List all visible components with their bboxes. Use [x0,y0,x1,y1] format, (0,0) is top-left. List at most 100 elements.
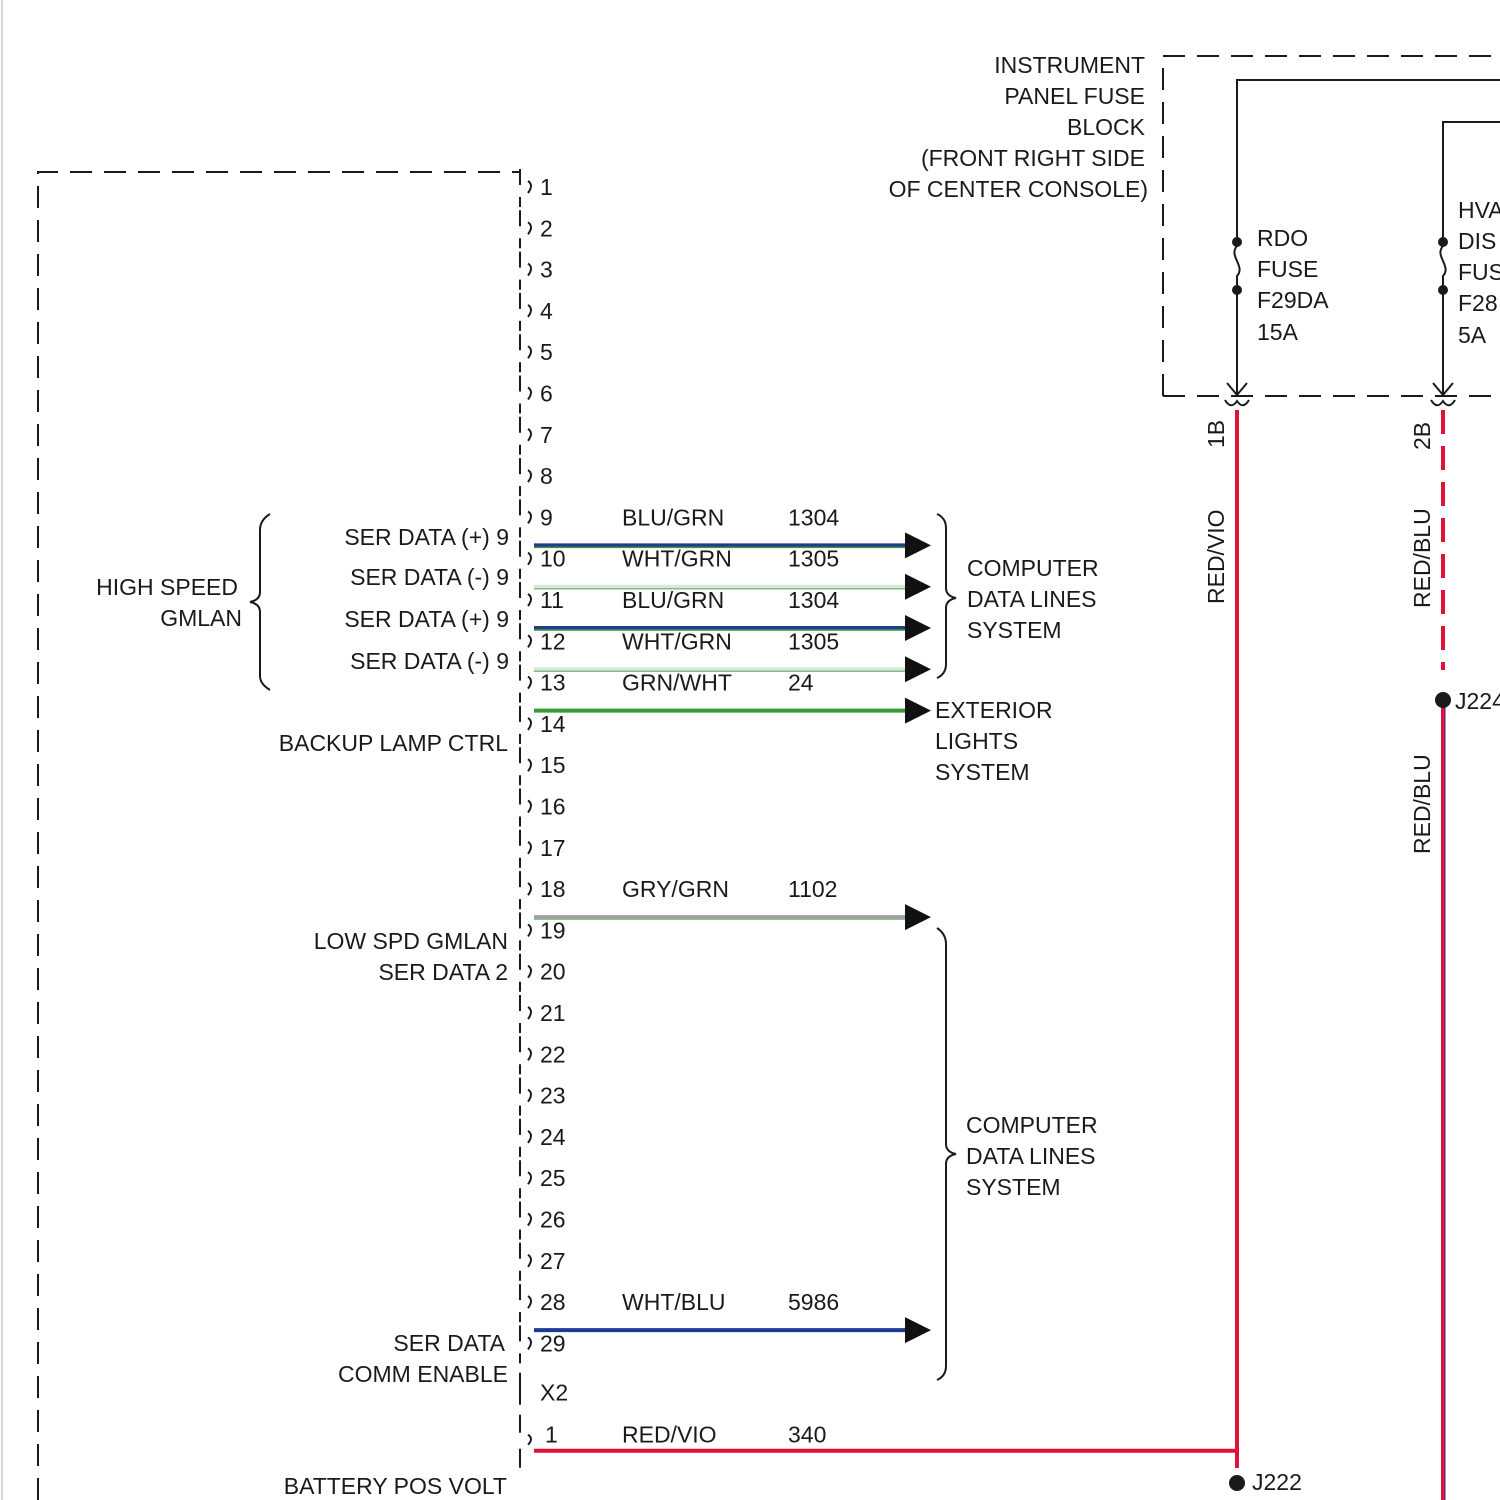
pin-number: 4 [540,298,553,324]
circuit-color-code: RED/VIO [622,1422,717,1448]
rdo-fuse-label-1: RDO [1257,225,1308,251]
hvac-fuse-label-5: 5A [1458,322,1487,348]
computer-data-2-line-1: COMPUTER [966,1112,1098,1138]
connector-cavity [520,252,531,290]
connector-cavity [520,1284,531,1322]
circuit-color-code: WHT/GRN [622,546,732,572]
circuit-arrow [905,904,931,930]
splice-j222 [1229,1475,1245,1491]
pin-number: 17 [540,835,566,861]
connector-cavity [520,623,531,661]
connector-cavity [520,665,531,703]
connector-cavity [520,1202,531,1240]
connector-cavity [520,954,531,992]
splice-j224-label: J224 [1455,688,1500,714]
module-outline [38,172,520,1500]
hvac-fuse-element [1440,246,1445,286]
circuit-color-code: BLU/GRN [622,587,724,613]
backup-lamp-label: BACKUP LAMP CTRL [279,730,508,756]
circuit-arrow [905,532,931,558]
red-vio-vertical-label: RED/VIO [1203,509,1229,604]
pin-11-label: SER DATA (+) 9 [344,606,509,632]
connector-cavity [520,912,531,950]
pin-number: 16 [540,794,566,820]
pin-number: 19 [540,917,566,943]
battery-pos-volt-label: BATTERY POS VOLT [284,1473,507,1499]
circuit-number: 24 [788,670,814,696]
pin-10-label: SER DATA (-) 9 [350,564,509,590]
pin-number: 14 [540,711,566,737]
rdo-fuse-label-4: 15A [1257,319,1299,345]
pin-number: 28 [540,1289,566,1315]
connector-cavity [520,458,531,496]
circuit-wires: BLU/GRN1304WHT/GRN1305BLU/GRN1304WHT/GRN… [534,504,1237,1450]
circuit-number: 5986 [788,1289,839,1315]
connector-cavity [520,871,531,909]
computer-data-1-line-2: DATA LINES [967,586,1097,612]
connector-cavity [520,789,531,827]
circuit-color-code: GRY/GRN [622,876,729,902]
circuit-arrow [905,698,931,724]
pin-number: 6 [540,381,553,407]
connector-cavity [520,706,531,744]
hvac-fuse-label-1: HVA [1458,197,1500,223]
connector-cavity [520,995,531,1033]
computer-data-brace-1 [937,514,956,678]
pin-number: 15 [540,752,566,778]
pin-number: 10 [540,546,566,572]
connector-cavity [520,210,531,248]
circuit-number: 1304 [788,504,839,530]
connector-cavity [520,541,531,579]
fuse-block-title-5: OF CENTER CONSOLE) [889,176,1148,202]
pin-number: 1 [540,174,553,200]
fuse-block-title-2: PANEL FUSE [1004,83,1145,109]
pin-number: 2 [540,215,553,241]
connector-cavity [520,582,531,620]
computer-data-2-line-3: SYSTEM [966,1174,1061,1200]
pin-number: 20 [540,959,566,985]
exterior-lights-line-3: SYSTEM [935,759,1030,785]
hvac-connector-mate [1431,400,1455,405]
pin-number: 24 [540,1124,566,1150]
circuit-arrow [905,1317,931,1343]
circuit-color-code: WHT/GRN [622,628,732,654]
pin-number: 1 [545,1422,558,1448]
pin-12-label: SER DATA (-) 9 [350,648,509,674]
circuit-arrow [905,656,931,682]
connector-cavity [520,1119,531,1157]
pin-number: 23 [540,1083,566,1109]
hvac-fuse-label-2: DIS [1458,228,1496,254]
high-speed-label-1: HIGH SPEED [96,574,238,600]
red-blu-lower-label: RED/BLU [1409,754,1435,854]
terminal-2b-label: 2B [1409,422,1435,450]
pin-number: 26 [540,1207,566,1233]
low-spd-label-1: LOW SPD GMLAN [314,928,508,954]
splice-j222-label: J222 [1252,1469,1302,1495]
circuit-arrow [905,615,931,641]
pin-number: 9 [540,504,553,530]
connector-cavity [520,169,531,207]
pin-number: 8 [540,463,553,489]
pin-number: 5 [540,339,553,365]
pin-number: 25 [540,1165,566,1191]
fuse-block-title-1: INSTRUMENT [994,52,1145,78]
circuit-number: 1304 [788,587,839,613]
high-speed-brace [250,514,270,690]
rdo-fuse-terminal-top [1232,237,1242,247]
hvac-fuse-label-4: F28 [1458,290,1498,316]
rdo-fuse-label-3: F29DA [1257,287,1329,313]
connector-cavity [520,417,531,455]
rdo-connector-mate [1225,400,1249,405]
connector-cavity [520,293,531,331]
connector-cavity [520,1078,531,1116]
ser-comm-enable-label-1: SER DATA [393,1330,505,1356]
rdo-fuse-label-2: FUSE [1257,256,1318,282]
terminal-1b-label: 1B [1203,420,1229,448]
pin-number: 29 [540,1330,566,1356]
connector-cavity [520,499,531,537]
computer-data-1-line-1: COMPUTER [967,555,1099,581]
circuit-color-code: WHT/BLU [622,1289,726,1315]
circuit-number: 1305 [788,546,839,572]
